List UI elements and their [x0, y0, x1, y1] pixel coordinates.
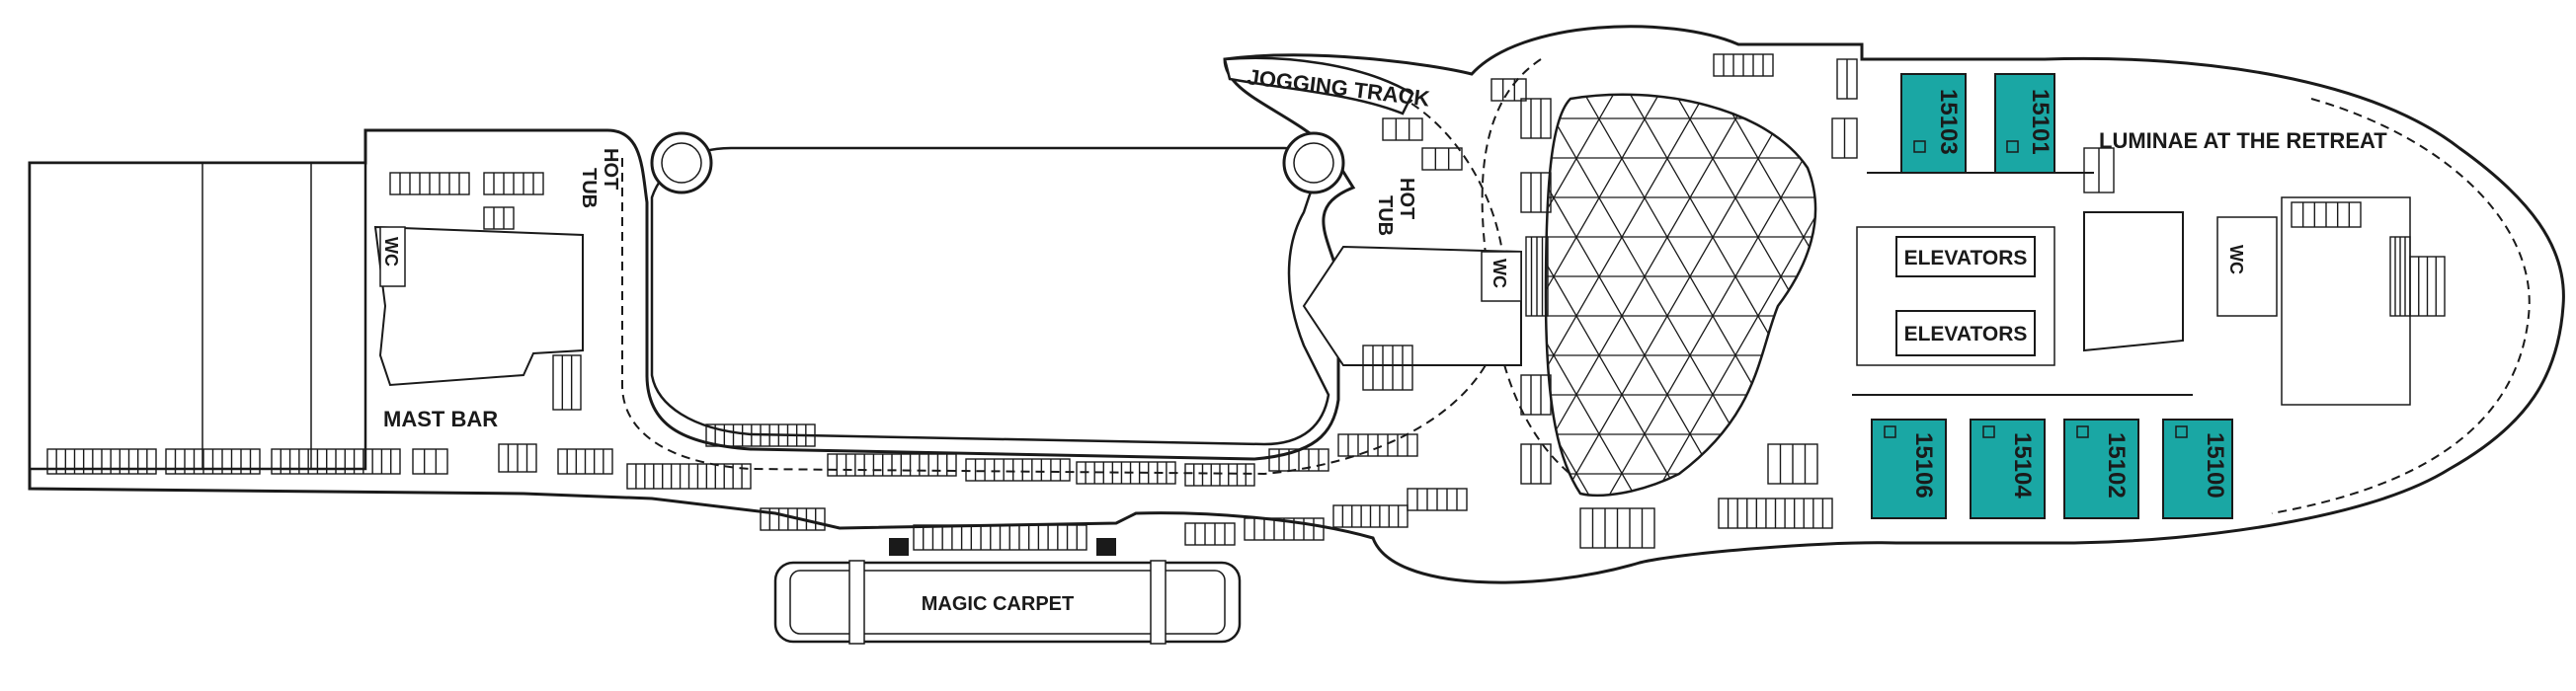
hot-tub-aft-label-line1: HOT [600, 148, 621, 190]
elevator-bank-1 [1895, 236, 2036, 277]
hot-tub-aft-label-line2: TUB [578, 168, 600, 208]
luminae-service-core [2281, 196, 2411, 406]
hot-tub-mid-inner [1293, 142, 1334, 184]
stateroom-15103-number: 15103 [1935, 89, 1962, 155]
wc-mid-label: WC [1489, 259, 1509, 288]
mid-structure [1302, 245, 1522, 366]
jogging-track-path-bow [2271, 98, 2531, 514]
elevator-bank-2 [1895, 310, 2036, 356]
stateroom-15106[interactable]: 15106 [1871, 419, 1947, 519]
wc-fwd-label: WC [2226, 245, 2246, 274]
stateroom-15102-number: 15102 [2103, 432, 2130, 499]
jogging-track-ramp [1223, 56, 1414, 115]
wc-mid-block [1481, 251, 1522, 302]
open-deck-void [650, 146, 1330, 446]
stateroom-15101[interactable]: 15101 [1994, 73, 2055, 174]
mast-bar-label: MAST BAR [383, 407, 498, 431]
magic-carpet [773, 538, 1242, 645]
stateroom-15106-number: 15106 [1910, 432, 1937, 499]
stateroom-15104[interactable]: 15104 [1970, 419, 2046, 519]
wc-fwd-block [2216, 216, 2278, 317]
aft-structure [28, 161, 367, 471]
hot-tub-mid-label-line1: HOT [1396, 178, 1417, 219]
elevators-label-1: ELEVATORS [1904, 247, 2028, 269]
deck-furniture [46, 53, 2446, 551]
elevator-lobby [1856, 226, 2055, 366]
jogging-track-path [621, 88, 1506, 476]
mast-bar-structure [373, 225, 584, 387]
hot-tub-aft-inner [661, 142, 702, 184]
glass-dome [1544, 93, 1817, 498]
luminae-label: LUMINAE AT THE RETREAT [2099, 128, 2387, 153]
stair-core-fwd [2083, 211, 2184, 352]
wc-aft-block [379, 226, 406, 287]
stateroom-15100[interactable]: 15100 [2162, 419, 2233, 519]
stateroom-15101-number: 15101 [2027, 89, 2053, 155]
stateroom-15100-number: 15100 [2202, 432, 2228, 499]
stateroom-15104-number: 15104 [2009, 432, 2036, 499]
wc-aft-label: WC [381, 237, 401, 267]
magic-carpet-label: MAGIC CARPET [922, 593, 1074, 615]
elevators-label-2: ELEVATORS [1904, 323, 2028, 346]
hot-tub-mid-label-line2: TUB [1374, 195, 1396, 236]
stateroom-15103[interactable]: 15103 [1900, 73, 1967, 174]
stateroom-15102[interactable]: 15102 [2063, 419, 2139, 519]
